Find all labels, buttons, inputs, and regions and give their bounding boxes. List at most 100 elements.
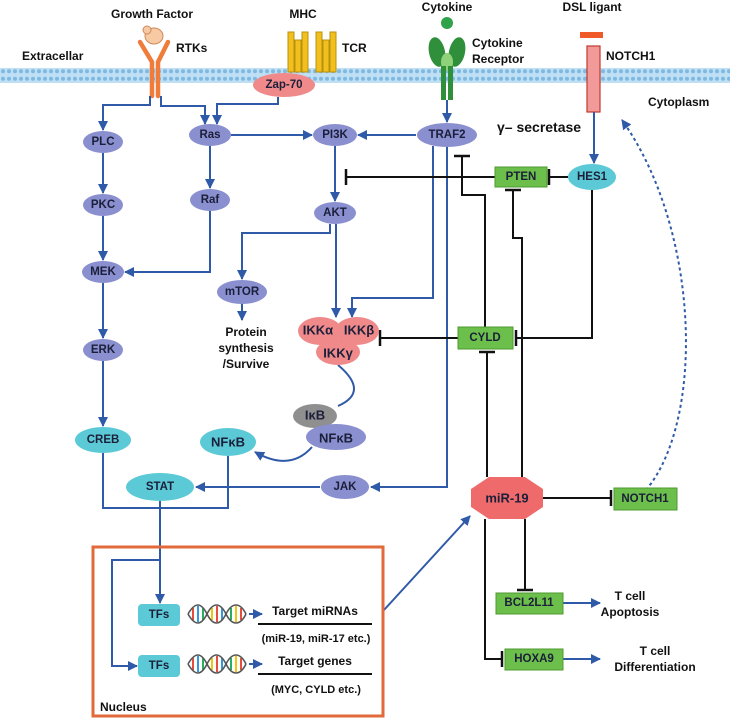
arrow-traf2-to-jak <box>370 147 448 492</box>
node-jak: JAK <box>321 475 369 499</box>
cytokine-receptor-left-stem <box>441 66 446 100</box>
nucleus-label: Nucleus <box>100 700 147 714</box>
traf2-shape <box>417 123 477 147</box>
inhibit-hes1-to-cyld <box>514 190 593 346</box>
node-mtor: mTOR <box>217 280 267 304</box>
arrow-stat-to-tfs-2 <box>111 559 160 671</box>
node-nfkb: NFκB <box>200 428 256 456</box>
node-ras: Ras <box>189 124 231 146</box>
dna-strand <box>187 604 247 624</box>
hoxa9-shape <box>504 648 564 671</box>
cell-membrane-icon <box>0 68 730 83</box>
arrow-zap70-to-ras <box>212 97 279 125</box>
inhibit-mir19-to-hoxa9 <box>484 519 504 667</box>
nfkb-complex-shape <box>306 424 366 450</box>
zap70-shape <box>253 73 315 97</box>
ikka-shape <box>298 317 342 345</box>
notch1-receptor-label: NOTCH1 <box>606 49 656 63</box>
tcr-bar <box>301 31 309 73</box>
ras-label: Ras <box>199 129 220 141</box>
cytokine-receptor-right-lobe <box>448 37 466 67</box>
tcr-icon <box>287 31 337 73</box>
tfs-2-shape <box>138 655 180 677</box>
notch1-shape <box>613 487 678 511</box>
node-pten: PTEN <box>494 166 548 188</box>
pi3k-label: PI3K <box>322 129 348 141</box>
stat-shape <box>126 473 194 501</box>
node-hoxa9: HOXA9 <box>504 648 564 671</box>
cytokine-receptor-icon <box>428 37 466 100</box>
inhibit-mir19-to-pten <box>505 188 523 477</box>
node-mir19: miR-19 <box>471 477 543 519</box>
mir19-label: miR-19 <box>485 491 528 506</box>
rtk-receptor-icon <box>137 25 171 99</box>
ras-shape <box>189 124 231 146</box>
tcr-bar <box>329 31 337 73</box>
zap70-label: Zap-70 <box>265 79 302 91</box>
cytokine-receptor-left-lobe <box>428 37 446 67</box>
node-tfs-2: TFs <box>138 655 180 677</box>
arrow-rtk-to-plc <box>98 96 151 131</box>
ikka-label: IKKα <box>303 323 333 338</box>
notch1-label: NOTCH1 <box>621 493 669 505</box>
node-raf: Raf <box>190 189 230 211</box>
node-tfs-1: TFs <box>138 604 180 626</box>
cytokine-receptor-label-line1: Cytokine <box>472 36 523 50</box>
node-akt: AKT <box>314 202 356 224</box>
protein-synthesis-label-line2: synthesis <box>218 341 274 355</box>
cytokine-receptor-label-line2: Receptor <box>472 52 524 66</box>
ikkb-shape <box>335 317 379 345</box>
pkc-label: PKC <box>91 199 115 211</box>
mek-label: MEK <box>90 266 116 278</box>
pten-shape <box>494 166 548 188</box>
bcl2l11-shape <box>495 592 564 615</box>
line-nfkb-to-stat <box>160 456 229 509</box>
cytokine-receptor-right-stem <box>448 66 453 100</box>
growth-factor-label: Growth Factor <box>111 7 193 21</box>
line-ikk-to-ikb <box>337 364 355 407</box>
mtor-shape <box>217 280 267 304</box>
ikkb-label: IKKβ <box>344 323 374 338</box>
raf-shape <box>190 189 230 211</box>
node-ikb-nfkb-complex: IκB NFκB <box>293 404 366 450</box>
nfkb-shape <box>200 428 256 456</box>
tfs-2-label: TFs <box>149 660 169 672</box>
tcr-bar <box>287 31 295 73</box>
erk-shape <box>83 339 123 361</box>
node-hes1: HES1 <box>568 164 616 190</box>
creb-label: CREB <box>87 434 120 446</box>
ikkg-shape <box>316 339 360 365</box>
node-traf2: TRAF2 <box>417 123 477 147</box>
gamma-secretase-label: γ– secretase <box>497 119 581 135</box>
node-erk: ERK <box>83 339 123 361</box>
cyld-label: CYLD <box>469 332 500 344</box>
akt-shape <box>314 202 356 224</box>
tcr-bar <box>315 31 323 73</box>
erk-label: ERK <box>91 344 116 356</box>
pi3k-shape <box>313 124 357 146</box>
rtk-right-arm <box>155 39 171 99</box>
tcell-differentiation-label-line1: T cell <box>640 644 671 658</box>
tcr-label: TCR <box>342 41 367 55</box>
hes1-shape <box>568 164 616 190</box>
node-creb: CREB <box>75 427 131 453</box>
mir19-shape <box>471 477 543 519</box>
tcr-bar <box>294 39 302 73</box>
dna-strand <box>187 604 247 624</box>
node-stat: STAT <box>126 473 194 501</box>
target-mirnas-examples-label: (miR-19, miR-17 etc.) <box>262 633 371 645</box>
arrow-nfkb-complex-to-nfkb <box>254 446 313 462</box>
node-bcl2l11: BCL2L11 <box>495 592 564 615</box>
rtk-left-arm <box>137 39 155 99</box>
cytokine-label: Cytokine <box>422 0 473 14</box>
tfs-1-label: TFs <box>149 609 169 621</box>
tcell-apoptosis-label-line1: T cell <box>615 589 646 603</box>
dna-icon <box>187 604 247 624</box>
ikb-label: IκB <box>305 408 325 423</box>
arrow-raf-to-mek <box>124 211 211 277</box>
pten-label: PTEN <box>506 171 537 183</box>
akt-label: AKT <box>323 207 347 219</box>
arrow-traf2-to-ikkb <box>347 146 434 318</box>
jak-label: JAK <box>333 481 357 493</box>
